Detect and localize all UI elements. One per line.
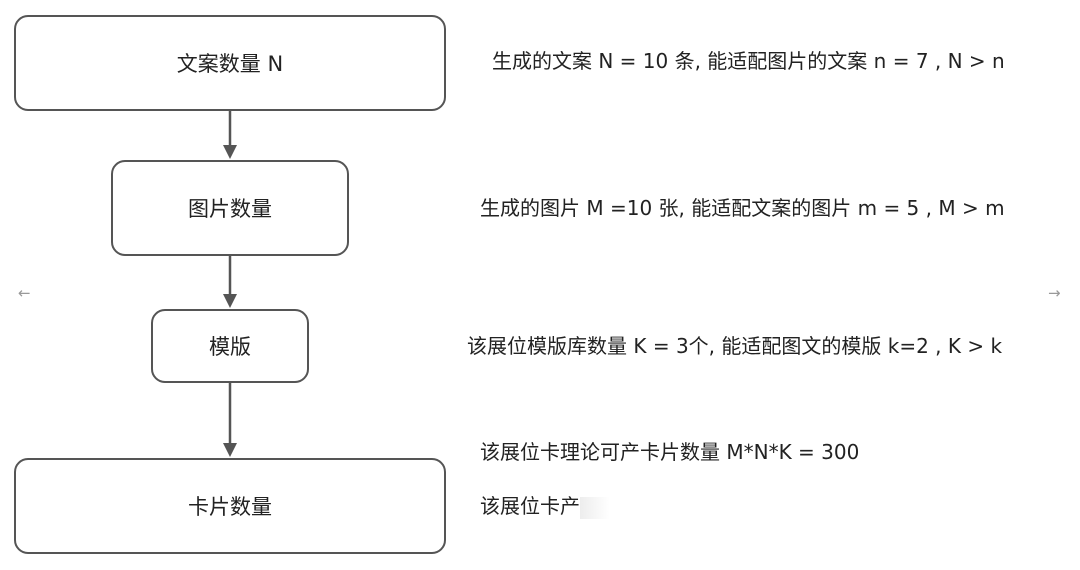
node-copy-count: 文案数量 N: [14, 15, 446, 111]
next-arrow-icon[interactable]: →: [1048, 284, 1061, 302]
arrow-copy-to-image: [223, 111, 237, 159]
node-image-count: 图片数量: [111, 160, 349, 256]
node-label: 文案数量 N: [176, 52, 284, 76]
note-theoretical: 该展位卡理论可产卡片数量 M*N*K = 300: [480, 440, 860, 464]
arrow-template-to-card: [223, 383, 237, 457]
note-actual-text: 该展位卡产: [480, 494, 580, 518]
node-template: 模版: [151, 309, 309, 383]
note-image: 生成的图片 M =10 张, 能适配文案的图片 m = 5 , M > m: [480, 196, 1005, 220]
node-label: 模版: [209, 335, 251, 359]
prev-arrow-icon[interactable]: ←: [18, 284, 31, 302]
note-copy: 生成的文案 N = 10 条, 能适配图片的文案 n = 7 , N > n: [492, 49, 1005, 73]
arrow-image-to-template: [223, 256, 237, 308]
note-template: 该展位模版库数量 K = 3个, 能适配图文的模版 k=2 , K > k: [467, 334, 1003, 358]
node-label: 图片数量: [188, 197, 272, 221]
fade-overlay: [580, 496, 610, 519]
node-label: 卡片数量: [188, 495, 272, 519]
note-actual: 该展位卡产: [480, 496, 610, 519]
node-card-count: 卡片数量: [14, 458, 446, 554]
